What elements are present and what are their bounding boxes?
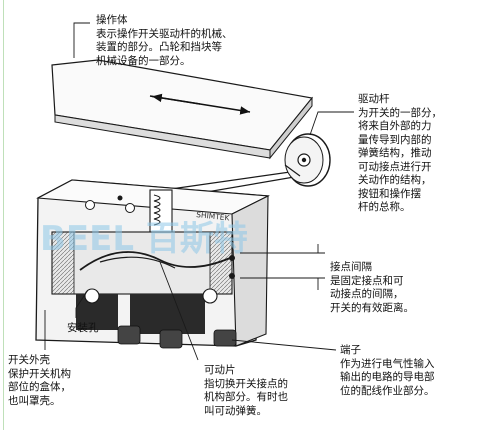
callout-contact-gap-line: 开关的有效距离。 — [330, 301, 414, 314]
callout-moving-spring-line: 机构部分。有时也 — [204, 391, 288, 403]
callout-switch-housing-line: 保护开关机构 — [8, 367, 71, 380]
callout-terminal-line: 作为进行电气性输入 — [340, 357, 435, 370]
callout-contact-gap: 接点间隔 是固定接点和可 动接点的间隔， 开关的有效距离。 — [330, 261, 414, 315]
callout-switch-housing-title: 开关外壳 — [8, 354, 50, 366]
left-border-rule — [3, 0, 4, 430]
callout-actuator-lever-line: 量传导到内部的 — [358, 133, 432, 146]
callout-actuator-body-line: 表示操作开关驱动杆的机械、 — [96, 27, 233, 40]
switch-housing-body: SHIMTEK — [35, 179, 271, 349]
callout-moving-spring-line: 指切换开关接点的 — [204, 377, 288, 390]
callout-mounting-hole: 安装孔 — [67, 322, 99, 336]
callout-terminal-line: 位的配线作业部分。 — [340, 384, 435, 397]
callout-actuator-lever: 驱动杆 为开关的一部分， 将来自外部的力 量传导到内部的 弹簧结构，推动 可动接… — [358, 93, 442, 215]
callout-contact-gap-line: 动接点的间隔， — [330, 288, 404, 300]
callout-switch-housing-line: 也叫罩壳。 — [8, 394, 61, 407]
callout-switch-housing-line: 部位的盒体， — [8, 381, 71, 393]
actuator-plate — [51, 59, 314, 160]
callout-actuator-body-line: 机械设备的一部分。 — [96, 54, 191, 67]
callout-actuator-lever-line: 将来自外部的力 — [358, 120, 432, 132]
callout-moving-spring-line: 叫可动弹簧。 — [204, 404, 267, 417]
mounting-hole-right — [202, 288, 218, 304]
callout-contact-gap-line: 是固定接点和可 — [330, 274, 404, 287]
callout-terminal: 端子 作为进行电气性输入 输出的电路的导电部 位的配线作业部分。 — [340, 344, 435, 398]
watermark-text: BEEL 百斯特 — [40, 219, 248, 259]
callout-moving-spring: 可动片 指切换开关接点的 机构部分。有时也 叫可动弹簧。 — [204, 364, 288, 418]
callout-actuator-lever-title: 驱动杆 — [358, 93, 390, 105]
callout-terminal-line: 输出的电路的导电部 — [340, 371, 435, 383]
callout-actuator-body-line: 装置的部分。凸轮和挡块等 — [96, 41, 222, 53]
callout-switch-housing: 开关外壳 保护开关机构 部位的盒体， 也叫罩壳。 — [8, 354, 71, 408]
housing-marking: SHIMTEK — [196, 210, 231, 223]
moving-spring-shape — [79, 251, 231, 271]
callout-actuator-lever-line: 可动接点进行开 — [358, 160, 432, 173]
callout-actuator-lever-line: 弹簧结构，推动 — [358, 147, 432, 159]
callout-actuator-lever-line: 按钮和操作摆 — [358, 187, 421, 200]
callout-terminal-title: 端子 — [340, 344, 361, 356]
mounting-hole-left — [84, 288, 100, 304]
callout-actuator-body-title: 操作体 — [96, 14, 128, 26]
callout-actuator-lever-line: 关动作的结构， — [358, 174, 432, 186]
leader-lines — [44, 22, 354, 361]
callout-actuator-body: 操作体 表示操作开关驱动杆的机械、 装置的部分。凸轮和挡块等 机械设备的一部分。 — [96, 14, 233, 68]
motion-arrow-left — [151, 93, 201, 105]
callout-actuator-lever-line: 为开关的一部分， — [358, 106, 442, 119]
callout-actuator-lever-line: 杆的总称。 — [358, 201, 411, 213]
callout-contact-gap-title: 接点间隔 — [330, 261, 372, 273]
callout-mounting-hole-title: 安装孔 — [67, 322, 99, 334]
callout-moving-spring-title: 可动片 — [204, 364, 236, 376]
